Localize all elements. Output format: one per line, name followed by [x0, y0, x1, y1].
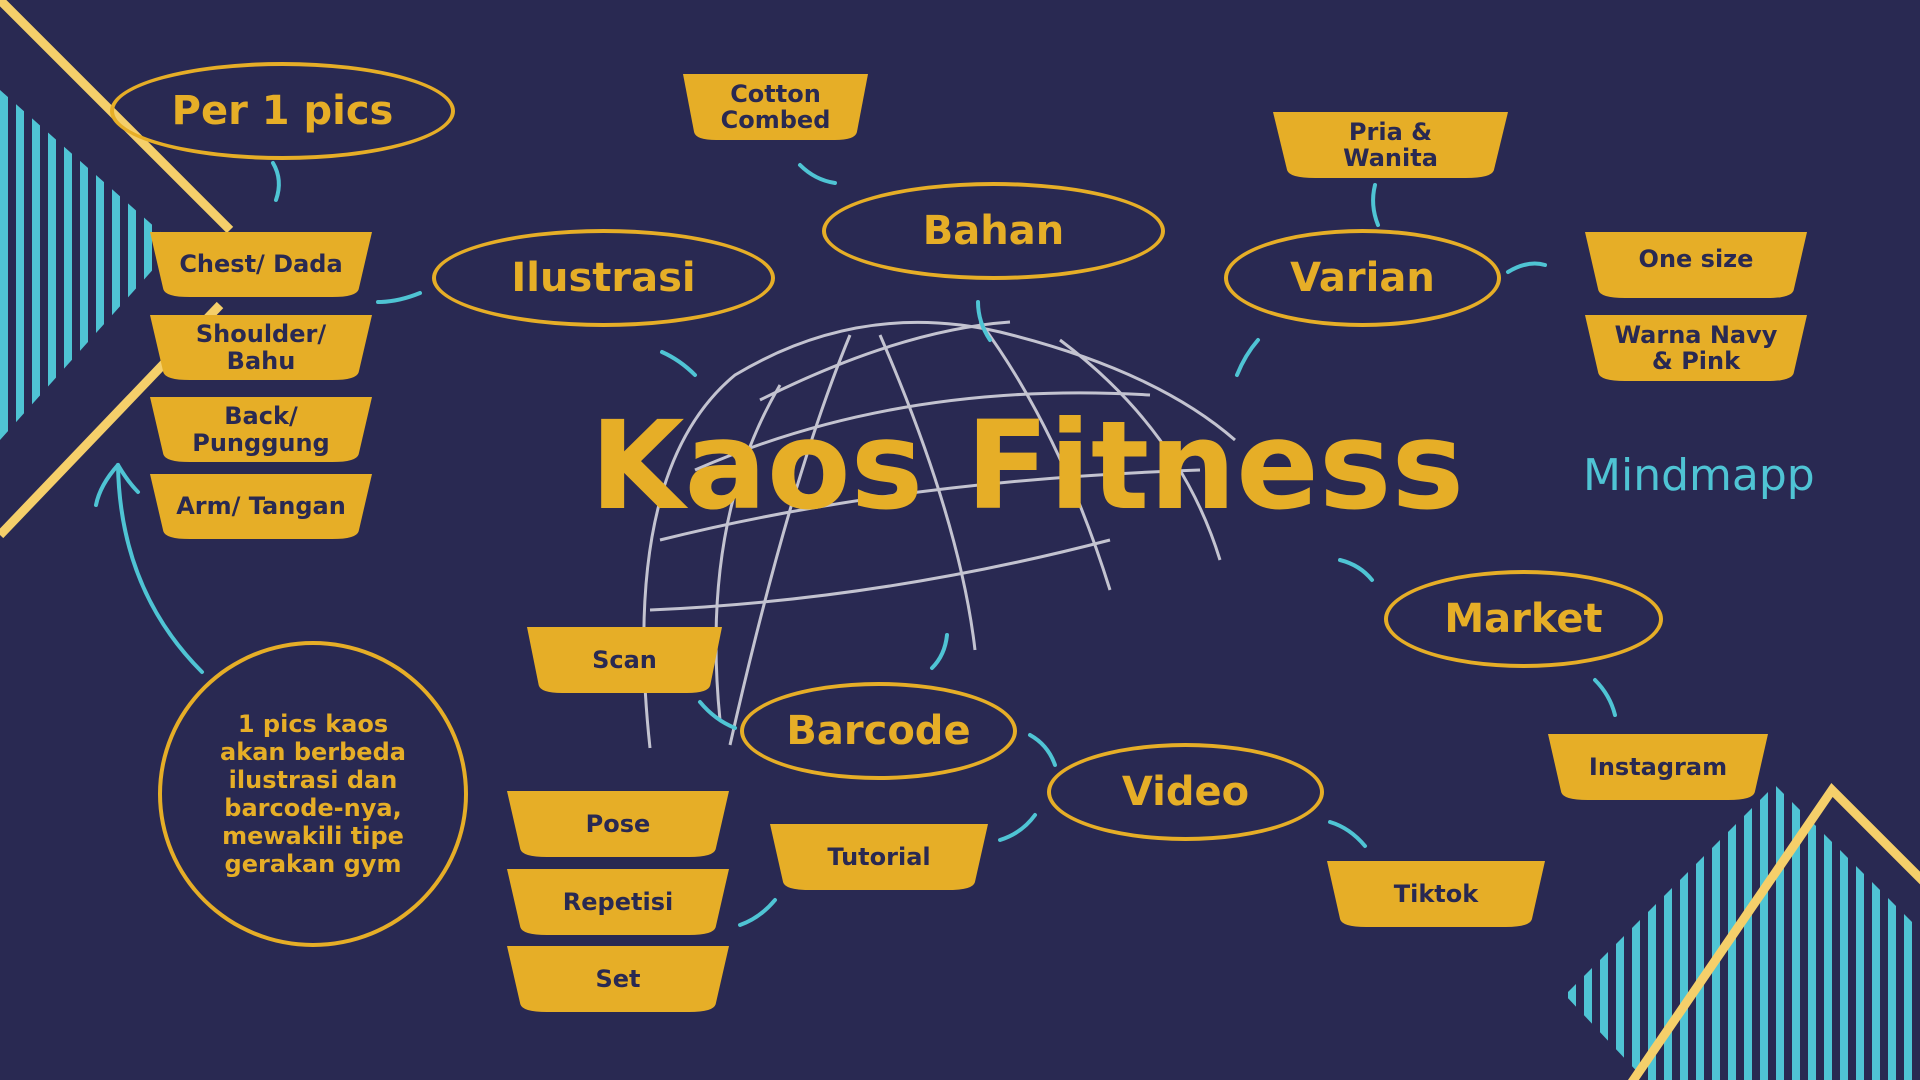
box-pose: Pose: [507, 791, 729, 857]
globe-wireframe: [642, 320, 1236, 749]
striped-triangle-left: [0, 90, 175, 440]
box-arm: Arm/ Tangan: [150, 474, 372, 539]
node-video: Video: [1047, 743, 1324, 841]
arrow-bahan-to-cotton: [798, 163, 837, 185]
box-tutorial: Tutorial: [770, 824, 988, 890]
box-cotton-label: Cotton Combed: [720, 79, 831, 134]
box-back: Back/ Punggung: [150, 397, 372, 462]
box-scan: Scan: [527, 627, 722, 693]
box-onesize-label: One size: [1638, 244, 1754, 273]
box-chest: Chest/ Dada: [150, 232, 372, 297]
note-text: 1 pics kaos akan berbeda ilustrasi dan b…: [220, 710, 406, 878]
arrow-note-to-boxes: [116, 463, 204, 674]
arrow-video-to-tiktok: [1328, 820, 1367, 848]
box-tutorial-label: Tutorial: [827, 842, 931, 871]
box-pose-label: Pose: [585, 809, 651, 838]
box-back-label: Back/ Punggung: [192, 402, 330, 457]
node-per1pics: Per 1 pics: [110, 62, 455, 160]
arrow-barcode-to-scan: [698, 700, 737, 730]
box-instagram-label: Instagram: [1588, 752, 1728, 781]
arrow-per1pics-to-chest: [271, 161, 281, 202]
box-warna-label: Warna Navy & Pink: [1614, 320, 1778, 375]
box-arm-label: Arm/ Tangan: [176, 492, 346, 521]
box-tiktok-label: Tiktok: [1393, 879, 1479, 908]
arrow-note-to-boxes-head: [116, 463, 140, 494]
arrow-barcode-to-video: [1028, 733, 1057, 767]
arrow-center-to-market: [1338, 558, 1374, 582]
box-pria: Pria & Wanita: [1273, 112, 1508, 178]
node-video-label: Video: [1121, 769, 1250, 815]
box-onesize: One size: [1585, 232, 1807, 298]
node-ilustrasi: Ilustrasi: [432, 229, 775, 327]
arrow-tutorial-to-repetisi: [738, 898, 777, 927]
box-instagram: Instagram: [1548, 734, 1768, 800]
arrow-center-to-ilustrasi: [660, 350, 697, 377]
node-varian: Varian: [1224, 229, 1501, 327]
box-set: Set: [507, 946, 729, 1012]
arrow-note-to-boxes-tail: [94, 463, 120, 507]
node-varian-label: Varian: [1290, 255, 1435, 301]
arrow-center-to-varian: [1235, 338, 1260, 377]
node-ilustrasi-label: Ilustrasi: [511, 255, 696, 301]
node-barcode: Barcode: [740, 682, 1017, 780]
node-bahan-label: Bahan: [922, 208, 1065, 254]
node-market: Market: [1384, 570, 1663, 668]
node-bahan: Bahan: [822, 182, 1165, 280]
box-shoulder: Shoulder/ Bahu: [150, 315, 372, 380]
arrow-center-to-bahan: [976, 300, 992, 342]
box-repetisi-label: Repetisi: [562, 887, 674, 916]
box-scan-label: Scan: [592, 645, 657, 674]
arrow-market-to-instagram: [1593, 678, 1617, 717]
node-barcode-label: Barcode: [786, 708, 971, 754]
arrow-ilustrasi-to-chest: [376, 291, 422, 304]
connector-arrows: [94, 161, 1617, 927]
box-repetisi: Repetisi: [507, 869, 729, 935]
box-pria-label: Pria & Wanita: [1343, 117, 1438, 172]
striped-diamond-right: [1565, 785, 1920, 1080]
arrow-varian-to-pria: [1371, 183, 1380, 227]
box-chest-label: Chest/ Dada: [179, 250, 343, 279]
arrow-video-to-tutorial: [998, 813, 1037, 842]
central-title: Kaos Fitness: [590, 395, 1465, 537]
node-per1pics-label: Per 1 pics: [171, 88, 394, 134]
box-warna: Warna Navy & Pink: [1585, 315, 1807, 381]
arrow-varian-to-onesize: [1506, 261, 1547, 274]
diamond-outline-right: [1627, 782, 1920, 1080]
brand-label: Mindmapp: [1583, 450, 1815, 501]
box-set-label: Set: [595, 964, 641, 993]
arrow-center-to-barcode: [930, 633, 949, 670]
note-circle: 1 pics kaos akan berbeda ilustrasi dan b…: [158, 641, 468, 947]
box-tiktok: Tiktok: [1327, 861, 1545, 927]
node-market-label: Market: [1444, 596, 1603, 642]
box-shoulder-label: Shoulder/ Bahu: [195, 320, 327, 375]
box-cotton: Cotton Combed: [683, 74, 868, 140]
